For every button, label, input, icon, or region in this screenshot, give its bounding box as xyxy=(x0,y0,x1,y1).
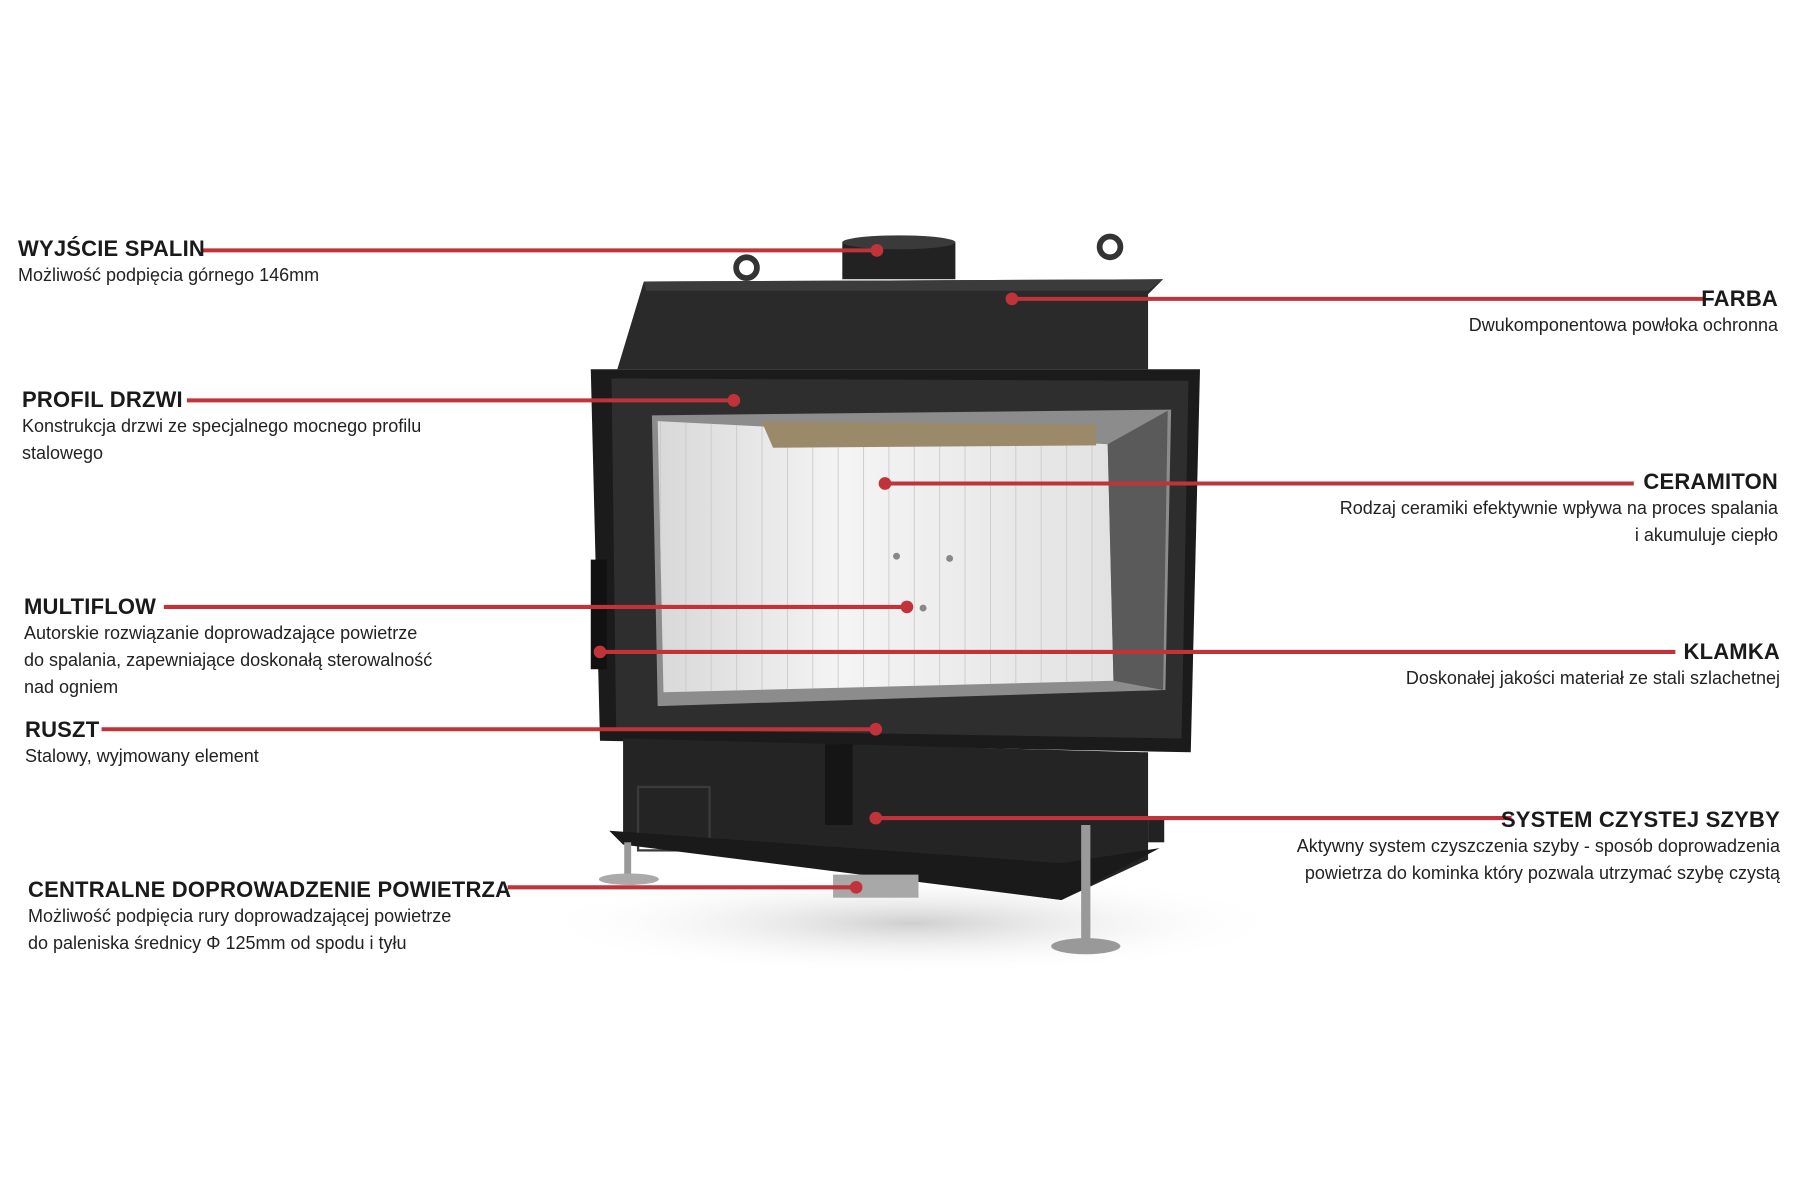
feature-desc: Rodzaj ceramiki efektywnie wpływa na pro… xyxy=(1339,498,1778,518)
feature-farba: FARBA Dwukomponentowa powłoka ochronna xyxy=(1469,286,1778,339)
feature-desc: Możliwość podpięcia górnego 146mm xyxy=(18,265,320,285)
feature-desc: Autorskie rozwiązanie doprowadzające pow… xyxy=(24,623,418,643)
feature-klamka: KLAMKA Doskonałej jakości materiał ze st… xyxy=(1406,639,1780,692)
feature-title: SYSTEM CZYSTEJ SZYBY xyxy=(1500,807,1780,832)
feature-title: FARBA xyxy=(1701,286,1778,311)
feature-title: RUSZT xyxy=(25,717,100,742)
feature-desc: i akumuluje ciepło xyxy=(1634,525,1778,545)
feature-system-czystej-szyby: SYSTEM CZYSTEJ SZYBY Aktywny system czys… xyxy=(1297,807,1780,887)
feature-desc: Dwukomponentowa powłoka ochronna xyxy=(1468,315,1778,335)
feature-title: MULTIFLOW xyxy=(24,594,157,619)
feature-desc: Doskonałej jakości materiał ze stali szl… xyxy=(1405,668,1780,688)
feature-desc: Aktywny system czyszczenia szyby - sposó… xyxy=(1296,836,1780,856)
feature-desc: stalowego xyxy=(22,443,104,463)
callout-lines xyxy=(101,244,1704,894)
feature-ruszt: RUSZT Stalowy, wyjmowany element xyxy=(25,717,259,770)
feature-centralne: CENTRALNE DOPROWADZENIE POWIETRZA Możliw… xyxy=(28,877,511,957)
feature-desc: do paleniska średnicy Φ 125mm od spodu i… xyxy=(28,933,407,953)
feature-ceramiton: CERAMITON Rodzaj ceramiki efektywnie wpł… xyxy=(1340,469,1778,549)
feature-title: WYJŚCIE SPALIN xyxy=(18,236,205,261)
feature-desc: Stalowy, wyjmowany element xyxy=(25,746,259,766)
feature-wyjscie-spalin: WYJŚCIE SPALIN Możliwość podpięcia górne… xyxy=(18,236,319,289)
feature-title: CERAMITON xyxy=(1643,469,1778,494)
feature-desc: Możliwość podpięcia rury doprowadzającej… xyxy=(28,906,452,926)
feature-title: PROFIL DRZWI xyxy=(22,387,183,412)
feature-desc: Konstrukcja drzwi ze specjalnego mocnego… xyxy=(22,416,422,436)
feature-title: KLAMKA xyxy=(1683,639,1780,664)
feature-title: CENTRALNE DOPROWADZENIE POWIETRZA xyxy=(28,877,512,902)
feature-profil-drzwi: PROFIL DRZWI Konstrukcja drzwi ze specja… xyxy=(22,387,421,467)
feature-desc: nad ogniem xyxy=(24,677,119,697)
feature-desc: do spalania, zapewniające doskonałą ster… xyxy=(24,650,433,670)
feature-desc: powietrza do kominka który pozwala utrzy… xyxy=(1304,863,1780,883)
feature-multiflow: MULTIFLOW Autorskie rozwiązanie doprowad… xyxy=(24,594,432,701)
